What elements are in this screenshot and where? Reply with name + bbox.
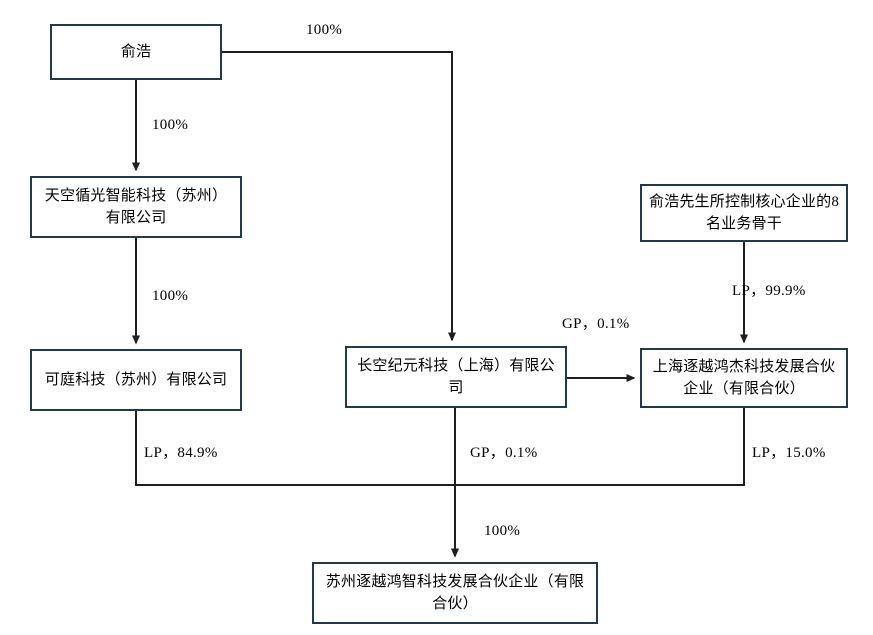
edge-group <box>132 51 748 558</box>
entity-box-yuhao-8-core-staff: 俞浩先生所控制核心企业的8名业务骨干 <box>640 184 848 242</box>
edge-label-yuhao-to-changkong: 100% <box>306 22 343 38</box>
entity-label: 俞浩先生所控制核心企业的8名业务骨干 <box>648 193 840 233</box>
entity-label: 天空循光智能科技（苏州）有限公司 <box>44 187 228 227</box>
edge-label-merge-to-suzhou-zhuyue: 100% <box>484 523 521 539</box>
entity-box-yu-hao: 俞浩 <box>50 24 222 80</box>
entity-box-suzhou-zhuyue-hongzhi: 苏州逐越鸿智科技发展合伙企业（有限合伙） <box>312 562 598 624</box>
connector-shanghai-to-suzhou-zhuyue <box>455 408 745 486</box>
edge-label-staff-to-shanghai-zhuyue: LP，99.9% <box>732 283 806 299</box>
edge-label-yuhao-to-tiankong: 100% <box>152 117 189 133</box>
entity-label: 俞浩 <box>120 43 152 60</box>
entity-box-tiankong-xunguang: 天空循光智能科技（苏州）有限公司 <box>30 176 242 238</box>
entity-box-keting-keji: 可庭科技（苏州）有限公司 <box>30 349 242 411</box>
entity-label: 上海逐越鸿杰科技发展合伙企业（有限合伙） <box>652 358 836 398</box>
entity-label: 长空纪元科技（上海）有限公司 <box>357 357 555 397</box>
edge-label-shanghai-to-suzhou-zhuyue: LP，15.0% <box>752 445 826 461</box>
connector-keting-to-suzhou-zhuyue <box>135 411 455 486</box>
entity-label: 可庭科技（苏州）有限公司 <box>44 371 228 388</box>
edge-label-keting-to-suzhou-zhuyue: LP，84.9% <box>144 445 218 461</box>
entity-box-changkong-jiyuan: 长空纪元科技（上海）有限公司 <box>345 346 567 408</box>
entity-label: 苏州逐越鸿智科技发展合伙企业（有限合伙） <box>325 573 585 613</box>
edge-label-changkong-to-suzhou-zhuyue: GP，0.1% <box>470 445 538 461</box>
entity-box-shanghai-zhuyue-hongjie: 上海逐越鸿杰科技发展合伙企业（有限合伙） <box>640 348 848 408</box>
edge-label-changkong-to-shanghai-zhuyue: GP，0.1% <box>562 316 630 332</box>
connector-yuhao-to-changkong <box>222 51 456 342</box>
edge-label-tiankong-to-keting: 100% <box>152 288 189 304</box>
